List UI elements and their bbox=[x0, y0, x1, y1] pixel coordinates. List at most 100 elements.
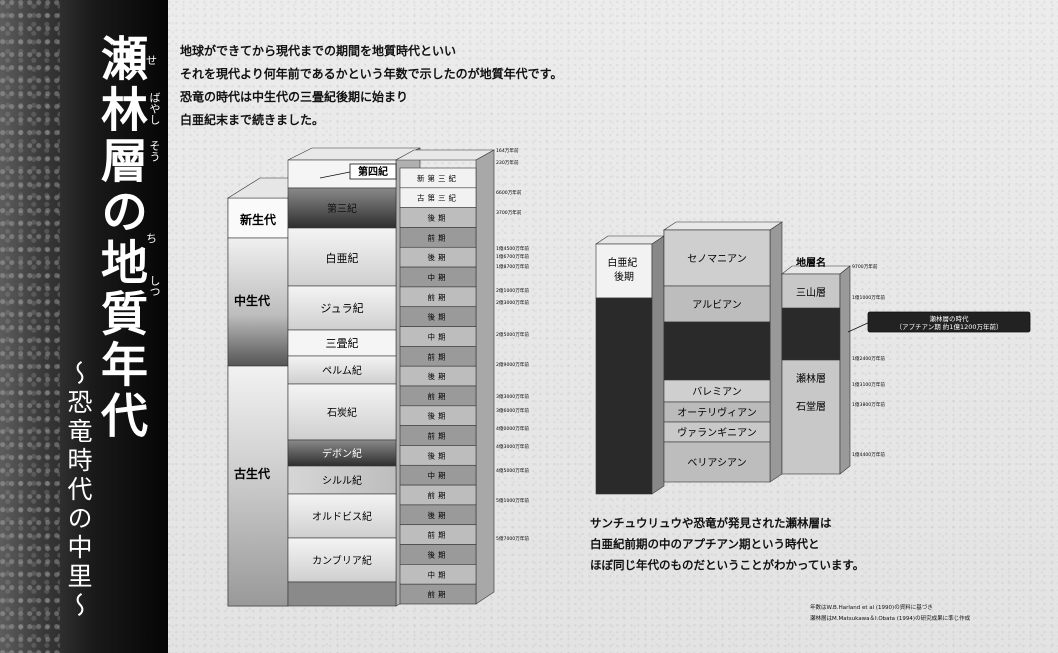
period-label: 石炭紀 bbox=[327, 406, 357, 419]
intro-text: 地球ができてから現代までの期間を地質時代といい それを現代より何年前であるかとい… bbox=[180, 40, 562, 132]
period-label: 白亜紀 bbox=[326, 251, 359, 265]
age-label: 4億3000万年前 bbox=[496, 443, 529, 450]
left-age-labels: 164万年前230万年前6600万年前3700万年前1億4500万年前1億670… bbox=[496, 147, 529, 542]
stage-label: ヴァランギニアン bbox=[677, 426, 757, 439]
period-label: 第四紀 bbox=[358, 165, 388, 178]
epoch-label: 後期 bbox=[428, 450, 449, 460]
period-label: デボン紀 bbox=[322, 447, 362, 460]
era-column: 新生代 中生代 古生代 bbox=[226, 177, 291, 607]
period-label: ジュラ紀 bbox=[320, 302, 363, 315]
left-label-line: 白亜紀 bbox=[607, 256, 637, 269]
stage-cell bbox=[663, 229, 771, 287]
era-paleozoic bbox=[227, 365, 289, 607]
age-label: 3億3000万年前 bbox=[496, 393, 529, 400]
note-line: サンチュウリュウや恐竜が発見された瀬林層は bbox=[590, 516, 832, 530]
stage-label: ベリアシアン bbox=[687, 457, 746, 469]
epoch-label: 中期 bbox=[428, 272, 449, 282]
ruby-se: せ bbox=[146, 54, 157, 67]
period-label: ペルム紀 bbox=[322, 364, 362, 377]
epoch-label: 前期 bbox=[428, 589, 449, 599]
age-label: 2億1000万年前 bbox=[496, 287, 529, 294]
page-subtitle: 〜恐竜時代の中里〜 bbox=[64, 360, 93, 621]
stage-cell bbox=[663, 441, 771, 483]
stage-age-label: 9700万年前 bbox=[852, 263, 878, 270]
era-label: 古生代 bbox=[234, 466, 270, 481]
credit-line: 瀬林層はM.Matsukawa＆I.Obata (1994)の研究成果に準じ作成 bbox=[810, 616, 971, 622]
stage-cell bbox=[663, 285, 771, 323]
age-label: 164万年前 bbox=[496, 147, 519, 154]
epoch-label: 後期 bbox=[428, 411, 449, 421]
age-label: 6600万年前 bbox=[496, 189, 522, 196]
period-label: 三畳紀 bbox=[326, 337, 359, 350]
callout-line: （アプチアン期 約1億1200万年前） bbox=[896, 322, 1003, 331]
age-label: 1億6700万年前 bbox=[496, 253, 529, 260]
epoch-label: 中期 bbox=[428, 470, 449, 480]
period-label: 第三紀 bbox=[327, 202, 357, 215]
right-age-labels: 9700万年前 1億1000万年前 1億2400万年前 1億3100万年前 1億3800… bbox=[852, 263, 885, 458]
period-label: オルドビス紀 bbox=[312, 510, 372, 523]
epoch-label: 前期 bbox=[428, 292, 449, 302]
stage-diagram: 白亜紀 後期 セノマニアンアルビアンバレミアンオーテリヴィアンヴァランギニアンベ… bbox=[595, 221, 1031, 495]
epoch-label: 後期 bbox=[428, 312, 449, 322]
stage-age-label: 1億3100万年前 bbox=[852, 381, 885, 388]
epoch-label: 前期 bbox=[428, 232, 449, 242]
stage-age-label: 1億4400万年前 bbox=[852, 451, 885, 458]
age-label: 5億1000万年前 bbox=[496, 497, 529, 504]
formation-header: 地層名 bbox=[796, 256, 826, 269]
epoch-label: 前期 bbox=[428, 490, 449, 500]
stage-label: バレミアン bbox=[692, 386, 742, 398]
age-label: 2億9000万年前 bbox=[496, 361, 529, 368]
epoch-label: 後期 bbox=[428, 510, 449, 520]
epoch-label: 古第三紀 bbox=[417, 193, 459, 203]
period-label: シルル紀 bbox=[322, 474, 362, 487]
epoch-label: 後期 bbox=[428, 213, 449, 223]
stage-label: セノマニアン bbox=[687, 253, 747, 265]
epoch-label: 中期 bbox=[428, 331, 449, 341]
ruby-bayashi: ばやし bbox=[148, 92, 161, 125]
title-panel: 瀬林層の地質年代 せ ばやし そう ち しつ 〜恐竜時代の中里〜 bbox=[0, 0, 168, 653]
period-column: 第四紀 第三紀 白亜紀 ジュラ紀 三畳紀 ペルム紀 石炭紀 デボン紀 シルル紀 … bbox=[287, 147, 421, 607]
formation-label: 瀬林層 bbox=[796, 372, 826, 385]
age-label: 2億3000万年前 bbox=[496, 299, 529, 306]
stage-age-label: 1億3800万年前 bbox=[852, 401, 885, 408]
epoch-label: 前期 bbox=[428, 351, 449, 361]
intro-line: それを現代より何年前であるかという年数で示したのが地質年代です。 bbox=[180, 67, 563, 81]
intro-line: 恐竜の時代は中生代の三畳紀後期に始まり bbox=[180, 90, 409, 104]
epoch-label: 後期 bbox=[428, 371, 449, 381]
stage-age-label: 1億1000万年前 bbox=[852, 294, 885, 301]
epoch-label: 中期 bbox=[428, 569, 449, 579]
intro-line: 地球ができてから現代までの期間を地質時代といい bbox=[180, 44, 457, 58]
note-line: 白亜紀前期の中のアプチアン期という時代と bbox=[590, 537, 820, 551]
ruby-chi: ち bbox=[146, 232, 157, 245]
epoch-label: 新第三紀 bbox=[417, 173, 459, 183]
formation-label: 石堂層 bbox=[796, 401, 826, 413]
epoch-label: 前期 bbox=[428, 530, 449, 540]
stage-cell bbox=[663, 321, 771, 381]
age-label: 5億7000万年前 bbox=[496, 535, 529, 542]
formation-label: 三山層 bbox=[796, 287, 826, 299]
credits: 年数はW.B.Harland et al (1990)の資料に基づき 瀬林層はM… bbox=[810, 603, 970, 625]
age-label: 230万年前 bbox=[496, 159, 519, 166]
age-label: 2億5000万年前 bbox=[496, 331, 529, 338]
epoch-column: 新第三紀古第三紀後期前期後期中期前期後期中期前期後期前期後期前期後期中期前期後期… bbox=[394, 149, 496, 605]
era-label: 新生代 bbox=[240, 212, 276, 227]
left-label-line: 後期 bbox=[614, 270, 634, 283]
age-label: 1億4500万年前 bbox=[496, 245, 529, 252]
stage-label: アルビアン bbox=[692, 299, 742, 311]
stage-label: オーテリヴィアン bbox=[677, 406, 757, 419]
stage-age-label: 1億2400万年前 bbox=[852, 355, 885, 362]
page-title: 瀬林層の地質年代 bbox=[92, 34, 147, 442]
epoch-label: 前期 bbox=[428, 391, 449, 401]
note-line: ほぼ同じ年代のものだということがわかっています。 bbox=[590, 558, 865, 572]
callout-line: 瀬林層の時代 bbox=[930, 314, 970, 323]
ruby-sou: そう bbox=[148, 140, 161, 162]
epoch-label: 後期 bbox=[428, 252, 449, 262]
era-label: 中生代 bbox=[234, 293, 270, 308]
intro-line: 白亜紀末まで続きました。 bbox=[180, 113, 325, 127]
age-label: 4億0000万年前 bbox=[496, 425, 529, 432]
left-label: 白亜紀 後期 bbox=[607, 256, 640, 283]
ruby-shitsu: しつ bbox=[148, 275, 161, 297]
age-label: 1億8700万年前 bbox=[496, 263, 529, 270]
epoch-cell bbox=[399, 583, 477, 605]
